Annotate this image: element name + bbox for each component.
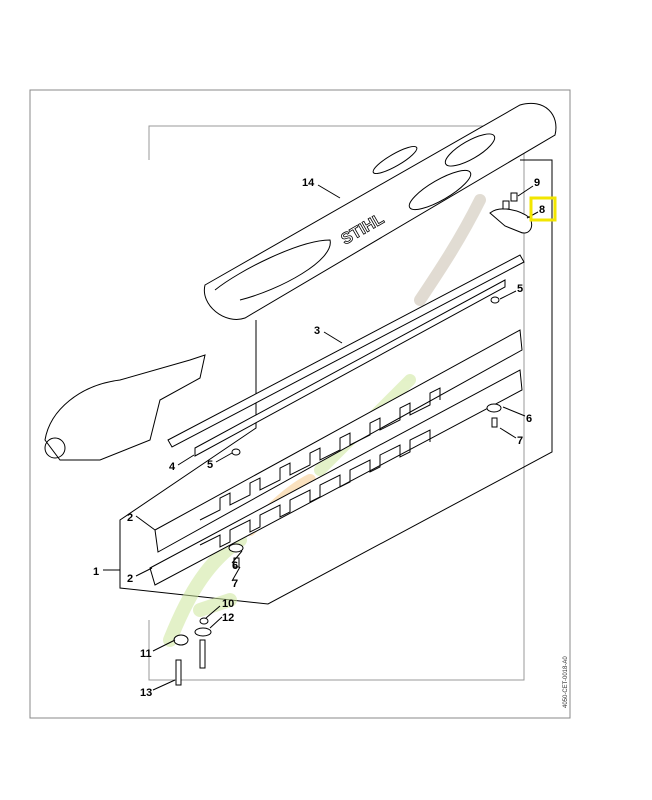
callout-2[interactable]: 2 [127, 573, 133, 585]
callout-4[interactable]: 4 [169, 461, 176, 473]
callout-3[interactable]: 3 [314, 325, 320, 337]
callout-7[interactable]: 7 [517, 435, 523, 447]
callout-11[interactable]: 11 [140, 648, 152, 660]
callout-5[interactable]: 5 [517, 283, 523, 295]
callout-7[interactable]: 7 [232, 578, 238, 590]
highlight-box [529, 196, 557, 222]
drawing-code: 4050-CET-0018-A0 [563, 656, 569, 708]
fasteners [173, 296, 502, 686]
part-3-rail[interactable] [167, 254, 525, 448]
callout-6[interactable]: 6 [232, 560, 238, 572]
callout-1[interactable]: 1 [93, 566, 99, 578]
outer-frame [29, 89, 571, 719]
inner-frame-box [148, 125, 525, 681]
motor-wheel [44, 437, 66, 459]
callout-2[interactable]: 2 [127, 512, 133, 524]
motor-housing [44, 354, 206, 461]
part-2-blades[interactable] [149, 329, 523, 586]
callout-12[interactable]: 12 [222, 612, 234, 624]
callout-9[interactable]: 9 [534, 177, 540, 189]
callout-14[interactable]: 14 [302, 177, 315, 189]
callouts: 14 9 8 5 3 6 7 4 5 2 2 1 6 7 10 12 11 13 [93, 177, 545, 699]
callout-10[interactable]: 10 [222, 598, 234, 610]
callout-6[interactable]: 6 [526, 413, 532, 425]
part-9-screws[interactable] [502, 192, 518, 210]
callout-5[interactable]: 5 [207, 459, 213, 471]
callout-8[interactable]: 8 [539, 204, 545, 216]
part-4-plate[interactable] [194, 279, 506, 457]
callout-13[interactable]: 13 [140, 687, 152, 699]
part-8-guard[interactable] [489, 208, 533, 234]
leader-lines [103, 184, 539, 691]
